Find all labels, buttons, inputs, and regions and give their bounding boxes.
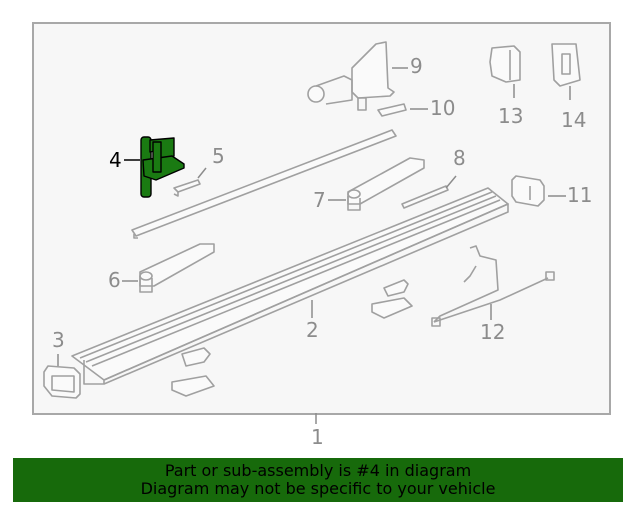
callout-5[interactable]: 5 (212, 144, 225, 168)
callout-7[interactable]: 7 (313, 188, 326, 212)
callout-14[interactable]: 14 (561, 108, 587, 132)
callout-13[interactable]: 13 (498, 104, 524, 128)
callout-2[interactable]: 2 (306, 318, 319, 342)
bracket-upper-pair[interactable] (371, 279, 413, 319)
part-5-clip[interactable] (173, 179, 201, 197)
part-11-end-cap[interactable] (511, 175, 545, 207)
callout-11[interactable]: 11 (567, 183, 593, 207)
part-rail[interactable] (131, 129, 397, 239)
part-4-bracket[interactable] (140, 136, 185, 198)
part-14-module[interactable] (551, 43, 581, 87)
leader-lines (57, 67, 571, 424)
part-2-running-board[interactable] (71, 187, 509, 385)
callout-8[interactable]: 8 (453, 146, 466, 170)
callout-9[interactable]: 9 (410, 54, 423, 78)
part-10-clip[interactable] (377, 103, 407, 117)
callout-4[interactable]: 4 (109, 148, 122, 172)
banner-line-2: Diagram may not be specific to your vehi… (140, 479, 496, 498)
part-3-end-cap[interactable] (43, 365, 81, 399)
callout-6[interactable]: 6 (108, 268, 121, 292)
banner-line-1: Part or sub-assembly is #4 in diagram (164, 461, 472, 480)
bracket-lower-pair[interactable] (171, 347, 215, 397)
part-8-strip[interactable] (401, 185, 449, 209)
part-13-module[interactable] (489, 45, 521, 83)
part-12-harness[interactable] (431, 245, 555, 327)
part-6-arm[interactable] (139, 243, 215, 293)
callout-10[interactable]: 10 (430, 96, 456, 120)
callout-1[interactable]: 1 (311, 425, 324, 449)
part-7-arm[interactable] (347, 157, 425, 211)
notice-banner: Part or sub-assembly is #4 in diagram Di… (13, 458, 623, 502)
part-9-motor[interactable] (307, 41, 395, 111)
callout-3[interactable]: 3 (52, 328, 65, 352)
callout-12[interactable]: 12 (480, 320, 506, 344)
